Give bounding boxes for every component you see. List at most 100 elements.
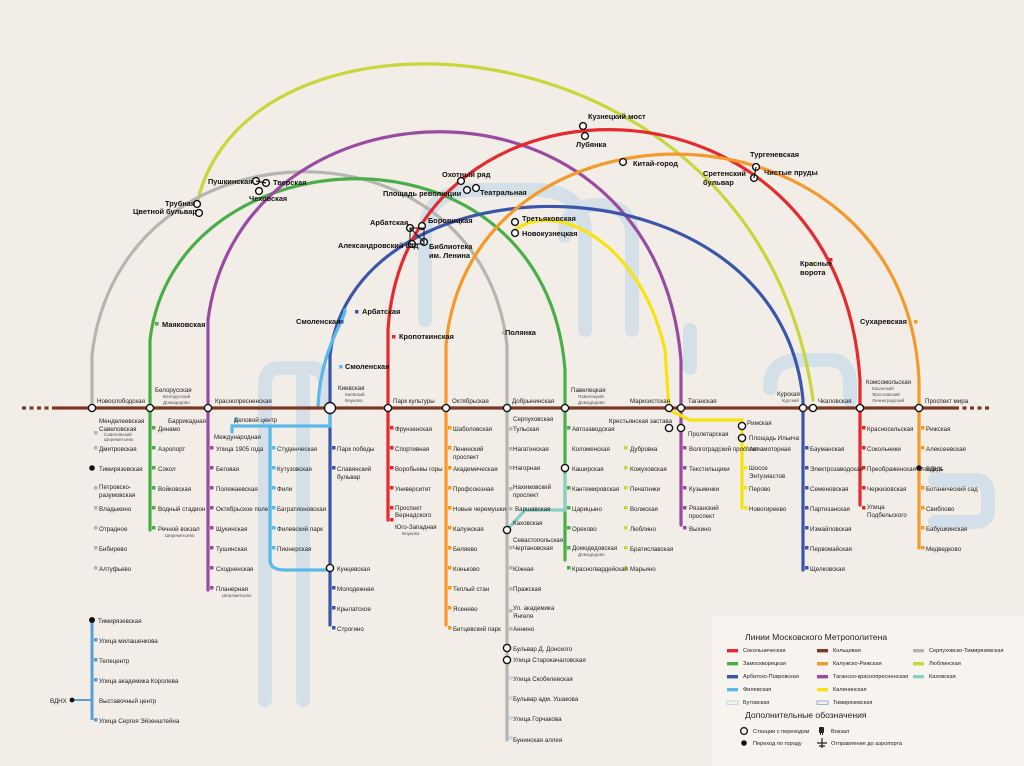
station-dobryninskaya: Добрынинская xyxy=(512,398,554,405)
station-tekstilshchiki: Текстильщики xyxy=(689,466,730,473)
station-tverskaya: Тверская xyxy=(273,178,307,187)
station-podbelskogo-1: Улица xyxy=(867,504,885,511)
legend-swatch xyxy=(727,675,738,679)
station-aviamotornaya: Авиамоторная xyxy=(749,446,791,453)
station-perovo: Перово xyxy=(749,486,771,493)
arbatsko-pokrovskaya-arc xyxy=(328,204,805,627)
station-prospekt-mira: Проспект мира xyxy=(925,398,969,405)
sokolnicheskaya-arc xyxy=(386,128,862,522)
station-arbatskaya-2: Арбатская xyxy=(362,307,400,316)
station-botanichesky-sad: Ботанический сад xyxy=(926,486,978,493)
station-pr-vernadskogo-1: Проспект xyxy=(395,505,422,512)
station-bagrationovskaya: Багратионовская xyxy=(277,506,326,513)
station-pechatniki: Печатники xyxy=(630,486,661,493)
station-ploshchad-ilyicha: Площадь Ильича xyxy=(749,435,800,442)
legend-swatch xyxy=(913,662,924,666)
station-shosse-2: Энтузиастов xyxy=(749,473,786,480)
station-izmailovskaya: Измайловская xyxy=(810,526,852,533)
note-belor-vokzal: Белорусский xyxy=(163,393,191,399)
station-krasnogvardeyskaya: Красногвардейская xyxy=(572,566,628,573)
line-arcs xyxy=(90,62,921,742)
station-savelovskaya: Савеловская xyxy=(99,426,137,433)
station-sukharevskaya: Сухаревская xyxy=(860,317,907,326)
station-avtozavodskaya: Автозаводская xyxy=(572,426,615,433)
station-mendeleevskaya: Менделеевская xyxy=(99,418,144,425)
legend-swatch xyxy=(816,700,829,705)
station-vykhino: Выхино xyxy=(689,526,712,533)
station-buninskaya-alleya: Бунинская аллея xyxy=(513,737,562,744)
station-belyaevo: Беляево xyxy=(453,546,478,553)
note-belor-air: Домодедово xyxy=(163,400,190,405)
station-konkovo: Коньково xyxy=(453,566,480,573)
legend-extra-title: Дополнительные обозначения xyxy=(745,710,867,720)
note-kiev-air: Внуково xyxy=(345,398,363,403)
station-kuzminki: Кузьминки xyxy=(689,486,720,493)
station-novoslobodskaya: Новослободская xyxy=(97,398,145,405)
station-serpukhovskaya: Серпуховская xyxy=(513,416,553,423)
station-bulvar-donskogo: Бульвар Д. Донского xyxy=(513,646,573,653)
station-profsoyuznaya: Профсоюзная xyxy=(453,486,494,493)
station-smolenskaya-2: Смоленская xyxy=(345,362,389,371)
legend-label: Калининская xyxy=(833,687,867,693)
station-novogireevo: Новогиреево xyxy=(749,506,787,513)
station-krestyanskaya-zastava: Крестьянская застава xyxy=(609,418,673,425)
station-delovoy-tsentr: Деловой центр xyxy=(234,417,278,424)
station-pr-vernadskogo-2: Вернадского xyxy=(395,512,432,519)
station-annino: Аннино xyxy=(513,626,535,633)
legend-swatch xyxy=(727,688,738,692)
station-mono-telecentr: Телецентр xyxy=(99,658,130,665)
station-mayakovskaya: Маяковская xyxy=(162,320,205,329)
station-petrovsko-2: разумовская xyxy=(99,492,135,499)
note-domod-air: Домодедово xyxy=(578,552,605,557)
station-kropotkinskaya: Кропоткинская xyxy=(399,332,454,341)
monorail-line xyxy=(72,620,94,720)
legend-swatch xyxy=(817,662,828,666)
station-biblioteka-1: Библиотека xyxy=(429,242,473,251)
legend-swatch xyxy=(727,649,738,653)
city-transfer-dot-icon xyxy=(741,740,747,746)
station-arbatskaya-1: Арбатская xyxy=(370,218,408,227)
station-alekseevskaya: Алексеевская xyxy=(926,446,966,453)
station-barrikadnaya: Баррикадная xyxy=(168,418,206,425)
legend-extra-city: Переход по городу xyxy=(753,741,802,747)
legend-extra-airport: Отправление до аэропорта xyxy=(831,741,903,747)
legend-label: Кольцевая xyxy=(833,648,861,654)
station-pionerskaya: Пионерская xyxy=(277,546,311,553)
legend-swatch xyxy=(913,675,924,679)
station-baumanskaya: Бауманская xyxy=(810,446,844,453)
station-medvedkovo: Медведково xyxy=(926,546,962,553)
station-komsomolskaya: Комсомольская xyxy=(866,379,911,386)
legend-label: Каховская xyxy=(929,674,956,680)
station-kuntsevskaya: Кунцевская xyxy=(337,566,370,573)
station-taganskaya: Таганская xyxy=(688,398,717,405)
station-krasnopresnenskaya: Краснопресненская xyxy=(215,398,272,405)
legend-extra-vokzal: Вокзал xyxy=(831,729,849,735)
station-studencheskaya: Студенческая xyxy=(277,446,317,453)
station-partizanskaya: Партизанская xyxy=(810,506,850,513)
plane-icon xyxy=(817,738,827,748)
station-okhotny-ryad: Охотный ряд xyxy=(442,170,491,179)
station-nakhimovsky-2: проспект xyxy=(513,492,539,499)
station-volzhskaya: Волжская xyxy=(630,506,658,513)
station-sretensky-1: Сретенский xyxy=(703,169,746,178)
station-yangelya-1: Ул. академика xyxy=(513,605,555,612)
station-ryazansky-2: проспект xyxy=(689,513,715,520)
station-chekhovskaya: Чеховская xyxy=(249,194,287,203)
station-polyanka: Полянка xyxy=(505,328,537,337)
station-rechnoy-vokzal: Речной вокзал xyxy=(158,526,200,533)
station-nakhimovsky-1: Нахимовский xyxy=(513,484,552,491)
station-dubrovka: Дубровка xyxy=(630,446,658,453)
station-chertanovskaya: Чертановская xyxy=(513,545,553,552)
station-frunzenskaya: Фрунзенская xyxy=(395,426,432,433)
legend-swatch xyxy=(817,688,828,692)
station-ulitsa-1905: Улица 1905 года xyxy=(216,446,264,453)
station-tsaritsyno: Царицыно xyxy=(572,506,602,513)
station-oktyabrskoe-pole: Октябрьское поле xyxy=(216,506,269,513)
station-kashirskaya: Каширская xyxy=(572,466,604,473)
legend-label: Филевская xyxy=(743,687,771,693)
station-turgenevskaya: Тургеневская xyxy=(750,150,799,159)
station-shchukinskaya: Щукинская xyxy=(216,526,247,533)
station-mono-koroleva: Улица академика Королева xyxy=(99,678,179,685)
background-tracks xyxy=(258,183,995,707)
station-yasenevo: Ясенево xyxy=(453,606,478,613)
